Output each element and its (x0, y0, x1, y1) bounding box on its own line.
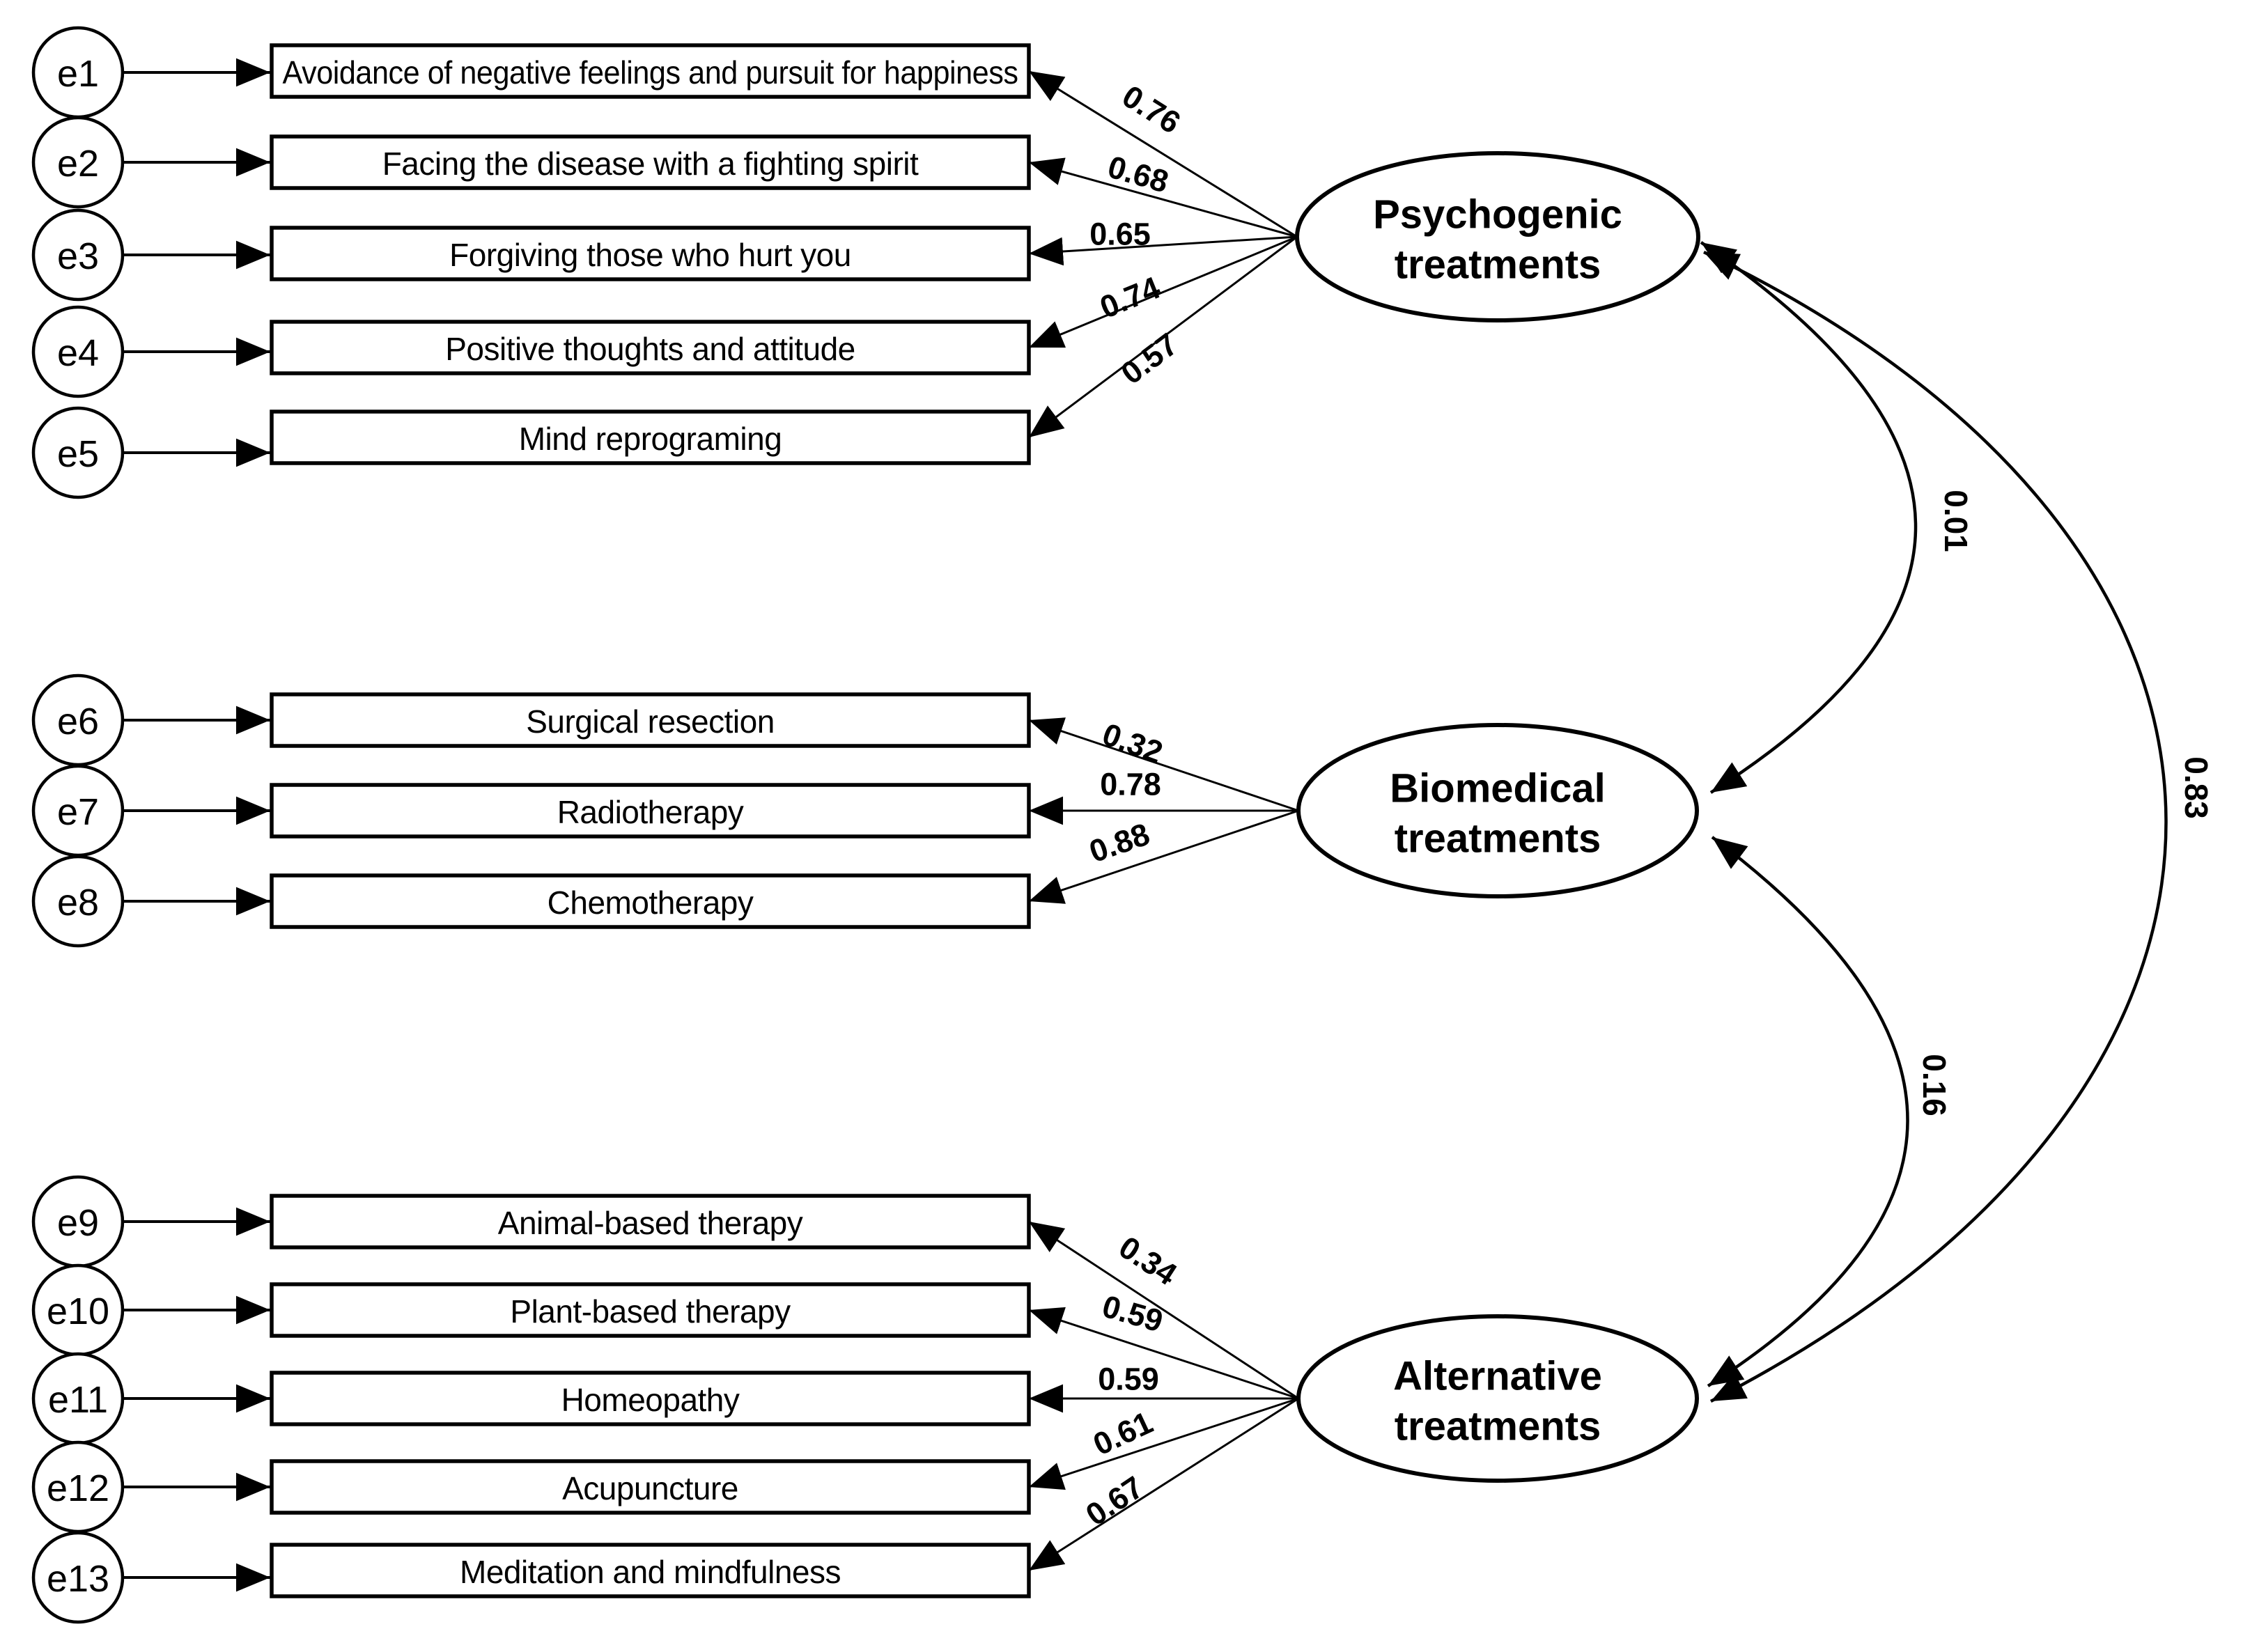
loading-value-e13: 0.67 (1079, 1469, 1149, 1532)
indicator-label-e10: Plant-based therapy (510, 1293, 791, 1330)
indicator-box-e10 (270, 1282, 1031, 1338)
loading-value-e7: 0.78 (1100, 767, 1161, 802)
covariance-value-psychogenic-alternative: 0.83 (2178, 756, 2214, 819)
covariance-path-psychogenic-alternative (1703, 250, 2168, 1403)
indicator-label-e6: Surgical resection (526, 703, 775, 740)
factor-label-alternative-line1: Alternative (1393, 1354, 1602, 1399)
loading-value-e4: 0.74 (1095, 270, 1165, 325)
error-term-label-e4: e4 (57, 332, 99, 374)
covariance-path-biomedical-alternative (1707, 836, 1909, 1387)
indicator-label-e8: Chemotherapy (548, 885, 754, 921)
indicator-box-e9 (270, 1194, 1031, 1249)
indicator-label-e11: Homeopathy (561, 1382, 740, 1418)
factor-ellipse-biomedical (1296, 723, 1699, 898)
loading-path-e2 (1028, 157, 1298, 238)
error-term-label-e13: e13 (47, 1558, 109, 1600)
indicator-box-e6 (270, 692, 1031, 748)
indicator-label-e2: Facing the disease with a fighting spiri… (382, 146, 919, 182)
covariance-path-psychogenic-biomedical (1700, 241, 1918, 794)
factor-ellipse-alternative (1296, 1314, 1699, 1483)
indicator-label-e3: Forgiving those who hurt you (449, 237, 851, 273)
factor-label-psychogenic-line1: Psychogenic (1373, 192, 1622, 237)
indicator-label-e9: Animal-based therapy (498, 1205, 803, 1241)
loading-value-e11: 0.59 (1098, 1362, 1159, 1397)
factor-label-biomedical-line1: Biomedical (1390, 766, 1605, 811)
indicator-label-e13: Meditation and mindfulness (460, 1554, 841, 1590)
loading-path-e5 (1028, 235, 1298, 439)
loading-path-e10 (1028, 1307, 1299, 1400)
error-term-e13 (31, 1531, 125, 1624)
factor-label-alternative-line2: treatments (1395, 1404, 1601, 1449)
loading-value-e6: 0.32 (1098, 716, 1167, 770)
indicator-label-e12: Acupuncture (562, 1470, 738, 1506)
indicator-label-e5: Mind reprograming (519, 421, 782, 457)
indicator-box-e11 (270, 1371, 1031, 1426)
error-term-label-e6: e6 (57, 701, 99, 742)
error-term-label-e3: e3 (57, 235, 99, 277)
factor-label-psychogenic-line2: treatments (1395, 242, 1601, 288)
loading-path-e12 (1028, 1397, 1299, 1490)
loading-value-e10: 0.59 (1099, 1288, 1167, 1339)
indicator-label-e1: Avoidance of negative feelings and pursu… (283, 54, 1018, 91)
covariance-value-biomedical-alternative: 0.16 (1916, 1054, 1953, 1116)
error-term-label-e1: e1 (57, 53, 99, 95)
loading-path-e3 (1028, 235, 1298, 266)
loading-value-e2: 0.68 (1104, 148, 1172, 199)
indicator-box-e1 (270, 43, 1031, 99)
indicator-box-e2 (270, 134, 1031, 190)
indicator-box-e3 (270, 226, 1031, 281)
error-term-label-e9: e9 (57, 1202, 99, 1244)
loading-path-e6 (1028, 717, 1299, 812)
indicator-label-e7: Radiotherapy (557, 794, 744, 830)
error-term-label-e2: e2 (57, 143, 99, 185)
error-term-e2 (31, 116, 125, 209)
indicator-box-e13 (270, 1543, 1031, 1598)
error-term-e5 (31, 406, 125, 499)
indicator-box-e5 (270, 410, 1031, 465)
error-term-label-e10: e10 (47, 1291, 109, 1332)
error-term-label-e12: e12 (47, 1467, 109, 1509)
loading-path-e8 (1028, 809, 1299, 904)
indicator-label-e4: Positive thoughts and attitude (445, 331, 855, 367)
loading-value-e12: 0.61 (1088, 1404, 1158, 1462)
indicator-box-e4 (270, 320, 1031, 375)
indicator-box-e7 (270, 783, 1031, 839)
error-term-label-e11: e11 (48, 1379, 108, 1421)
loading-value-e8: 0.88 (1085, 816, 1154, 870)
covariance-value-psychogenic-biomedical: 0.01 (1938, 490, 1974, 552)
indicator-box-e8 (270, 873, 1031, 929)
error-term-label-e7: e7 (57, 791, 99, 833)
loading-path-e1 (1028, 70, 1298, 238)
loading-value-e5: 0.57 (1115, 326, 1185, 391)
loading-path-e4 (1028, 235, 1298, 349)
loading-value-e3: 0.65 (1089, 217, 1151, 252)
error-term-label-e8: e8 (57, 882, 99, 924)
factor-ellipse-psychogenic (1295, 151, 1700, 322)
error-term-e4 (31, 305, 125, 398)
error-term-e3 (31, 208, 125, 302)
loading-path-e13 (1028, 1397, 1299, 1572)
loading-path-e9 (1028, 1220, 1299, 1400)
factor-label-biomedical-line2: treatments (1395, 816, 1601, 862)
error-term-e8 (31, 855, 125, 948)
indicator-box-e12 (270, 1459, 1031, 1515)
error-term-label-e5: e5 (57, 433, 99, 475)
